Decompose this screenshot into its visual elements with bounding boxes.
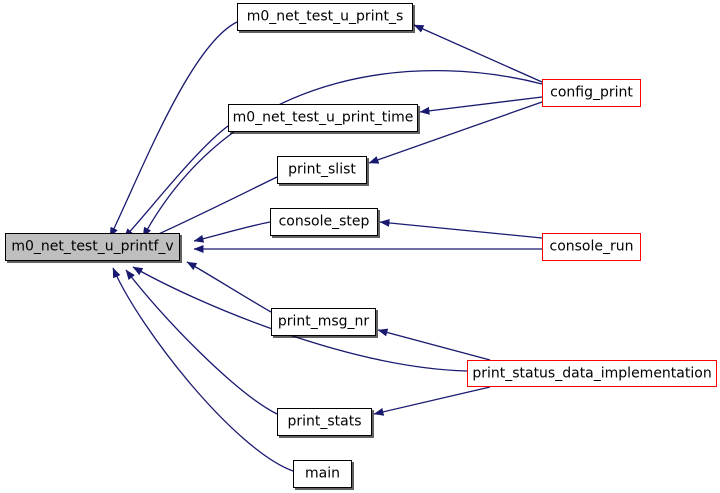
node-print-slist[interactable]: print_slist (277, 156, 367, 184)
edge-print_time-to-printf_v (123, 125, 229, 239)
node-console-run[interactable]: console_run (542, 233, 641, 261)
node-label: print_status_data_implementation (472, 365, 712, 381)
node-config-print[interactable]: config_print (542, 79, 641, 107)
node-label: m0_net_test_u_print_time (232, 109, 414, 126)
node-label: main (305, 465, 340, 482)
node-label: m0_net_test_u_printf_v (11, 238, 174, 255)
node-m0-net-test-u-print-s[interactable]: m0_net_test_u_print_s (237, 3, 413, 31)
edge-config_print-to-print_time (419, 96, 543, 115)
node-label: print_stats (287, 413, 362, 430)
node-m0-net-test-u-printf-v[interactable]: m0_net_test_u_printf_v (5, 233, 180, 261)
node-main[interactable]: main (293, 460, 352, 488)
edge-config_print-to-print_s (413, 24, 543, 83)
edge-print_msg_nr-to-printf_v (186, 261, 272, 313)
edge-config_print-to-print_slist (368, 101, 543, 164)
node-print-stats[interactable]: print_stats (277, 408, 372, 436)
edge-print_slist-to-printf_v (144, 176, 278, 241)
edge-console_step-to-printf_v (193, 221, 271, 243)
edge-print_stats-to-printf_v (125, 269, 278, 415)
node-label: config_print (550, 84, 633, 101)
node-label: print_slist (288, 161, 356, 178)
node-label: m0_net_test_u_print_s (246, 8, 404, 25)
node-console-step[interactable]: console_step (270, 208, 378, 236)
node-label: print_msg_nr (277, 313, 370, 330)
node-label: console_step (278, 213, 370, 230)
node-print-msg-nr[interactable]: print_msg_nr (271, 308, 376, 336)
edge-print_s-to-printf_v (109, 21, 238, 238)
node-m0-net-test-u-print-time[interactable]: m0_net_test_u_print_time (228, 104, 418, 132)
edge-print_status-to-print_stats (373, 386, 491, 416)
node-print-status-data-implementation[interactable]: print_status_data_implementation (467, 360, 717, 387)
edge-main-to-printf_v (112, 267, 294, 472)
edge-console_run-to-console_step (379, 218, 543, 239)
edge-print_status-to-print_msg_nr (377, 328, 491, 361)
node-label: console_run (549, 238, 634, 255)
edge-config_print-to-printf_v (142, 70, 543, 238)
